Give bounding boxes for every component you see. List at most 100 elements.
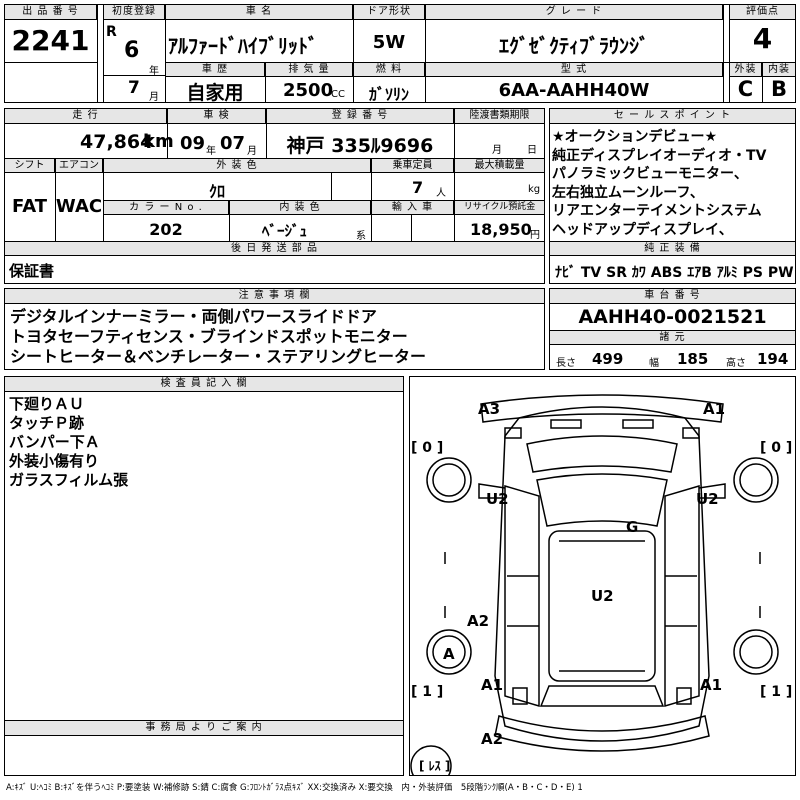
rear-bumper [494,715,710,752]
equipment-label: 純 正 装 備 [549,241,796,256]
lot-number: 2241 [11,24,90,57]
front-right-tire [733,457,779,503]
rear-lamp-left [512,687,528,705]
office-label: 事 務 局 よ り ご 案 内 [4,720,404,736]
spare-tire-text: ﾚｽ [428,759,441,773]
sales-point-line: 左右独立ムーンルーフ、 [552,184,704,201]
later-parts-label: 後 日 発 送 部 品 [4,241,545,256]
body-outline [494,406,710,742]
mileage-label: 走 行 [4,108,167,124]
max-load-label: 最大積載量 [454,158,545,173]
note-line: デジタルインナーミラー・両側パワースライドドア [10,307,377,326]
mark-a3: A3 [478,400,501,418]
transfer-month-unit: 月 [492,145,502,156]
length-label: 長さ [556,358,576,369]
score-value: 4 [752,22,773,55]
interior-color-value: ﾍﾞｰｼﾞｭ [262,222,308,240]
right-side-panel [664,484,700,708]
history-value: 自家用 [186,82,244,104]
mark-a2-left: A2 [467,612,490,630]
shift-value: FAT [11,196,48,217]
mirror-right [698,483,726,499]
month-unit: 月 [149,92,159,103]
car-name-label: 車 名 [165,4,353,20]
windshield [536,473,668,527]
model-value: 6AA-AAHH40W [498,80,650,101]
front-lamp-right [622,419,654,429]
color-no-label: カ ラ ー N o . [103,200,229,215]
sales-point-line: リアエンターテイメントシステム [552,203,762,219]
inspector-label: 検 査 員 記 入 欄 [4,376,404,392]
mark-u2-right: U2 [696,490,719,508]
inspection-month: 07 [220,133,246,154]
mark-a1-rear-right: A1 [700,676,723,694]
tire-front-right: [ 0 ] [760,440,793,456]
recycle-label: リサイクル預託金 [454,200,545,215]
sales-point-line: ヘッドアップディスプレイ、 [552,221,733,238]
recycle-value: 18,950 [470,220,532,239]
transfer-label: 陸渡書類期限 [454,108,545,124]
note-line: トヨタセーフティセンス・ブラインドスポットモニター [10,327,408,346]
interior-grade: B [770,77,787,101]
rear-window [539,685,665,707]
inspector-line: バンパー下Ａ [9,433,100,451]
length-value: 499 [592,350,624,368]
color-no-value: 202 [149,220,183,239]
mark-u2-left: U2 [486,490,509,508]
tire-rear-right: [ 1 ] [760,684,793,700]
height-value: 194 [757,350,789,368]
rear-lamp-right [676,687,692,705]
car-name-value: ｱﾙﾌｧｰﾄﾞﾊｲﾌﾞﾘｯﾄﾞ [168,34,318,58]
tire-rear-right-value: 1 [771,684,782,700]
grade-label: グ レ ー ド [425,4,723,20]
front-lamp-left [550,419,582,429]
first-reg-label: 初度登録 [103,4,165,20]
mileage-unit: km [143,131,174,152]
mirror-left [478,483,506,499]
height-label: 高さ [726,358,746,369]
mark-u2-center: U2 [591,587,614,605]
mark-a2-rear: A2 [481,730,504,748]
rear-right-tire [733,629,779,675]
front-left-tire [426,457,472,503]
spare-tire-label: [ ﾚｽ ] [419,759,451,773]
notes-list: デジタルインナーミラー・両側パワースライドドア トヨタセーフティセンス・ブライン… [10,307,426,367]
capacity-label: 乗車定員 [371,158,454,173]
roof [548,530,656,682]
sales-point-line: ★オークションデビュー★ [552,129,718,145]
inspector-line: ガラスフィルム張 [9,471,129,489]
sales-points-list: ★オークションデビュー★ 純正ディスプレイオーディオ・TV パノラミックビューモ… [552,128,794,239]
door-value: 5W [372,32,406,53]
mark-a1-front: A1 [703,400,726,418]
ac-label: エアコン [55,158,103,173]
capacity-value: 7 [412,178,424,197]
front-bumper [480,394,724,423]
ac-value: WAC [55,196,103,217]
plate-value: 神戸 335ﾙ9696 [286,135,434,157]
history-label: 車 歴 [165,62,265,77]
fuel-value: ｶﾞｿﾘﾝ [368,85,409,104]
spare-tire [410,745,452,776]
color-label: 外 装 色 [103,158,371,173]
model-label: 型 式 [425,62,723,77]
interior-color-label: 内 装 色 [229,200,371,215]
mark-g: G [626,518,639,536]
tire-rear-left-value: 1 [422,684,433,700]
tire-front-left: [ 0 ] [411,440,444,456]
transfer-day-unit: 日 [527,145,537,156]
import-label: 輸 入 車 [371,200,454,215]
grade-value: ｴｸﾞｾﾞｸﾃｨﾌﾞﾗｳﾝｼﾞ [499,34,649,58]
displacement-value: 2500 [283,80,334,101]
rear-left-tire [426,629,472,675]
tire-rear-left: [ 1 ] [411,684,444,700]
width-label: 幅 [649,358,659,369]
door-label: ドア形状 [353,4,425,20]
spec-label: 諸 元 [549,330,796,345]
exterior-grade: C [737,77,754,101]
inspector-notes: 下廻りＡＵ タッチＰ跡 バンパー下Ａ 外装小傷有り ガラスフィルム張 [9,395,128,490]
notes-label: 注 意 事 項 欄 [4,288,545,304]
displacement-unit: CC [331,89,345,100]
damage-diagram-box [409,376,796,776]
fuel-label: 燃 料 [353,62,425,77]
inspector-line: 外装小傷有り [9,452,100,470]
